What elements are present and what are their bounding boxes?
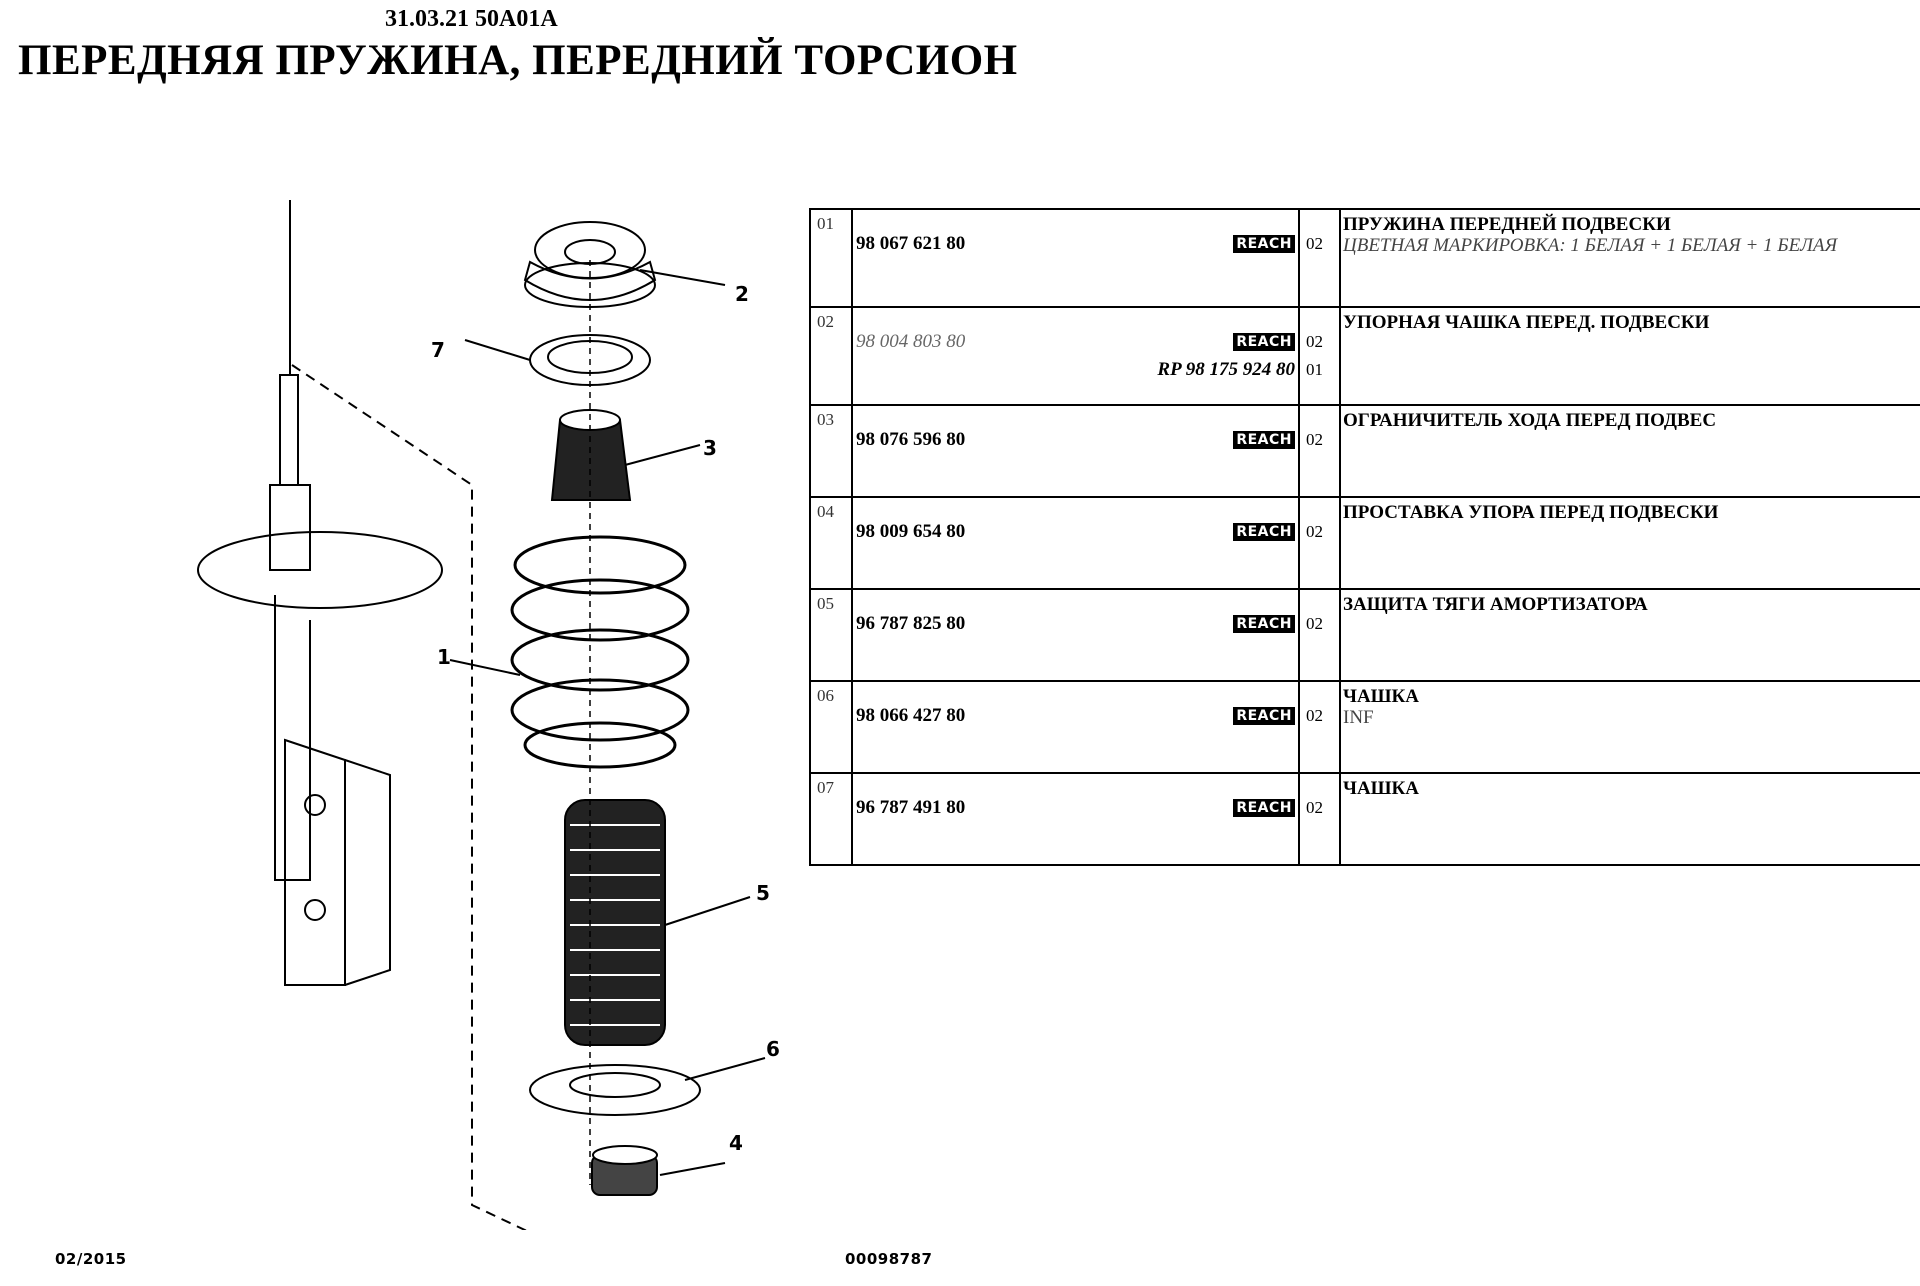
table-row: 07 96 787 491 80 REACH 02 ЧАШКА <box>809 772 1920 866</box>
part-reference[interactable]: 98 067 621 80 <box>856 233 966 254</box>
reach-badge: REACH <box>1233 523 1295 541</box>
quantity: 02 <box>1306 522 1323 541</box>
part-note: INF <box>1343 707 1374 728</box>
callout-2: 2 <box>735 282 749 306</box>
page-title: ПЕРЕДНЯЯ ПРУЖИНА, ПЕРЕДНИЙ ТОРСИОН <box>18 37 1018 84</box>
part-description: ПРОСТАВКА УПОРА ПЕРЕД ПОДВЕСКИ <box>1343 502 1719 523</box>
quantity: 02 <box>1306 430 1323 449</box>
reach-badge: REACH <box>1233 615 1295 633</box>
table-row: 02 98 004 803 80 REACH RP 98 175 924 80 … <box>809 306 1920 406</box>
part-reference[interactable]: 98 066 427 80 <box>856 705 966 726</box>
part-reference[interactable]: 98 076 596 80 <box>856 429 966 450</box>
reach-badge: REACH <box>1233 333 1295 351</box>
part-description: ЧАШКА <box>1343 778 1420 799</box>
strut-assembly <box>197 200 443 986</box>
row-index: 06 <box>809 680 853 774</box>
replacement-reference[interactable]: RP 98 175 924 80 <box>1157 359 1295 380</box>
row-index: 01 <box>809 208 853 308</box>
part-reference[interactable]: 96 787 825 80 <box>856 613 966 634</box>
callout-4: 4 <box>729 1131 743 1155</box>
part-reference[interactable]: 98 009 654 80 <box>856 521 966 542</box>
callout-3: 3 <box>703 436 717 460</box>
part-reference[interactable]: 98 004 803 80 <box>856 331 966 352</box>
quantity: 02 <box>1306 706 1323 725</box>
quantity: 02 <box>1306 614 1323 633</box>
part-4-spacer <box>591 1145 658 1196</box>
quantity: 02 <box>1306 332 1323 351</box>
part-5-boot <box>564 799 666 1046</box>
quantity: 02 <box>1306 234 1323 253</box>
table-row: 01 98 067 621 80 REACH 02 ПРУЖИНА ПЕРЕДН… <box>809 208 1920 308</box>
callout-7: 7 <box>431 338 445 362</box>
part-note: ЦВЕТНАЯ МАРКИРОВКА: 1 БЕЛАЯ + 1 БЕЛАЯ + … <box>1343 235 1838 256</box>
callout-1: 1 <box>437 645 451 669</box>
replacement-quantity: 01 <box>1306 360 1323 379</box>
part-description: ПРУЖИНА ПЕРЕДНЕЙ ПОДВЕСКИ <box>1343 214 1671 235</box>
part-1-spring <box>510 535 690 769</box>
part-description: ЧАШКА <box>1343 686 1420 707</box>
row-index: 02 <box>809 306 853 406</box>
callout-6: 6 <box>766 1037 780 1061</box>
part-reference[interactable]: 96 787 491 80 <box>856 797 966 818</box>
table-row: 04 98 009 654 80 REACH 02 ПРОСТАВКА УПОР… <box>809 496 1920 590</box>
row-index: 07 <box>809 772 853 866</box>
table-row: 06 98 066 427 80 REACH 02 ЧАШКА INF <box>809 680 1920 774</box>
row-index: 03 <box>809 404 853 498</box>
footer-doc-number: 00098787 <box>845 1250 933 1268</box>
footer-date: 02/2015 <box>55 1250 127 1268</box>
part-description: ЗАЩИТА ТЯГИ АМОРТИЗАТОРА <box>1343 594 1648 615</box>
table-row: 03 98 076 596 80 REACH 02 ОГРАНИЧИТЕЛЬ Х… <box>809 404 1920 498</box>
table-row: 05 96 787 825 80 REACH 02 ЗАЩИТА ТЯГИ АМ… <box>809 588 1920 682</box>
assembly-dashed-line <box>291 364 528 1230</box>
part-6-lower-seat <box>529 1064 701 1116</box>
callout-5: 5 <box>756 881 770 905</box>
suspension-diagram <box>197 200 766 1230</box>
parts-table: 01 98 067 621 80 REACH 02 ПРУЖИНА ПЕРЕДН… <box>809 208 1920 866</box>
part-description: ОГРАНИЧИТЕЛЬ ХОДА ПЕРЕД ПОДВЕС <box>1343 410 1717 431</box>
part-3-bump-stop <box>550 409 632 501</box>
reach-badge: REACH <box>1233 799 1295 817</box>
reach-badge: REACH <box>1233 431 1295 449</box>
quantity: 02 <box>1306 798 1323 817</box>
row-index: 05 <box>809 588 853 682</box>
catalog-code: 31.03.21 50A01A <box>385 6 558 32</box>
reach-badge: REACH <box>1233 235 1295 253</box>
part-description: УПОРНАЯ ЧАШКА ПЕРЕД. ПОДВЕСКИ <box>1343 312 1710 333</box>
row-index: 04 <box>809 496 853 590</box>
reach-badge: REACH <box>1233 707 1295 725</box>
